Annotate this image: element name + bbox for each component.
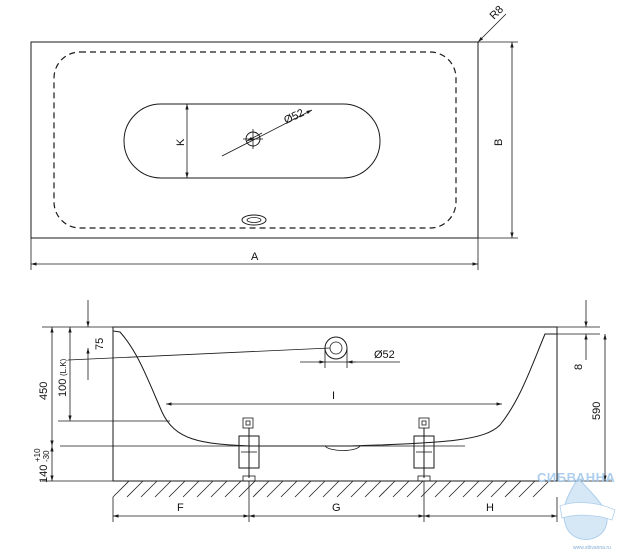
leg-left — [238, 417, 260, 482]
drain-dia-label-top: Ø52 — [282, 107, 306, 127]
dim-590-label: 590 — [591, 402, 603, 420]
a-label: A — [251, 251, 259, 263]
floor-hatching — [112, 480, 550, 498]
side-view: Ø52 I 75 450 — [33, 300, 612, 522]
watermark-logo: СИБВАННА www.sibvanna.ru — [537, 470, 616, 551]
dim-140-tol-minus: -30 — [42, 450, 51, 462]
g-label: G — [332, 502, 341, 514]
bottom-drain-bump — [324, 445, 361, 451]
dim-140-label: 140 — [38, 465, 50, 483]
dim-450-label: 450 — [38, 382, 50, 400]
dim-140-tol-plus: +10 — [33, 448, 42, 462]
tub-outline-top — [30, 41, 479, 239]
drain-icon — [221, 109, 313, 157]
h-label: H — [486, 502, 494, 514]
radius-leader — [477, 13, 507, 43]
side-overflow-icon — [300, 336, 400, 368]
side-drain-dia-label: Ø52 — [374, 349, 395, 361]
dim-100-note: (L.K) — [59, 358, 68, 376]
bottom-slot — [123, 103, 381, 179]
i-label: I — [332, 390, 335, 402]
k-label: K — [175, 138, 187, 146]
watermark-brand: СИБВАННА — [537, 470, 615, 485]
dim-100-label: 100 — [57, 379, 69, 397]
f-label: F — [177, 502, 184, 514]
watermark-url: www.sibvanna.ru — [573, 545, 611, 551]
leg-right — [413, 417, 435, 482]
radius-label: R8 — [488, 4, 506, 22]
inner-basin-dashed — [53, 51, 457, 229]
tub-body-side — [112, 326, 558, 447]
overflow-icon — [241, 214, 267, 226]
tub-logo-icon — [559, 502, 616, 521]
dim-75-label: 75 — [94, 338, 106, 350]
b-label: B — [493, 139, 505, 146]
dim-8-label: 8 — [573, 364, 585, 370]
top-view: Ø52 K R8 B A — [30, 4, 518, 270]
